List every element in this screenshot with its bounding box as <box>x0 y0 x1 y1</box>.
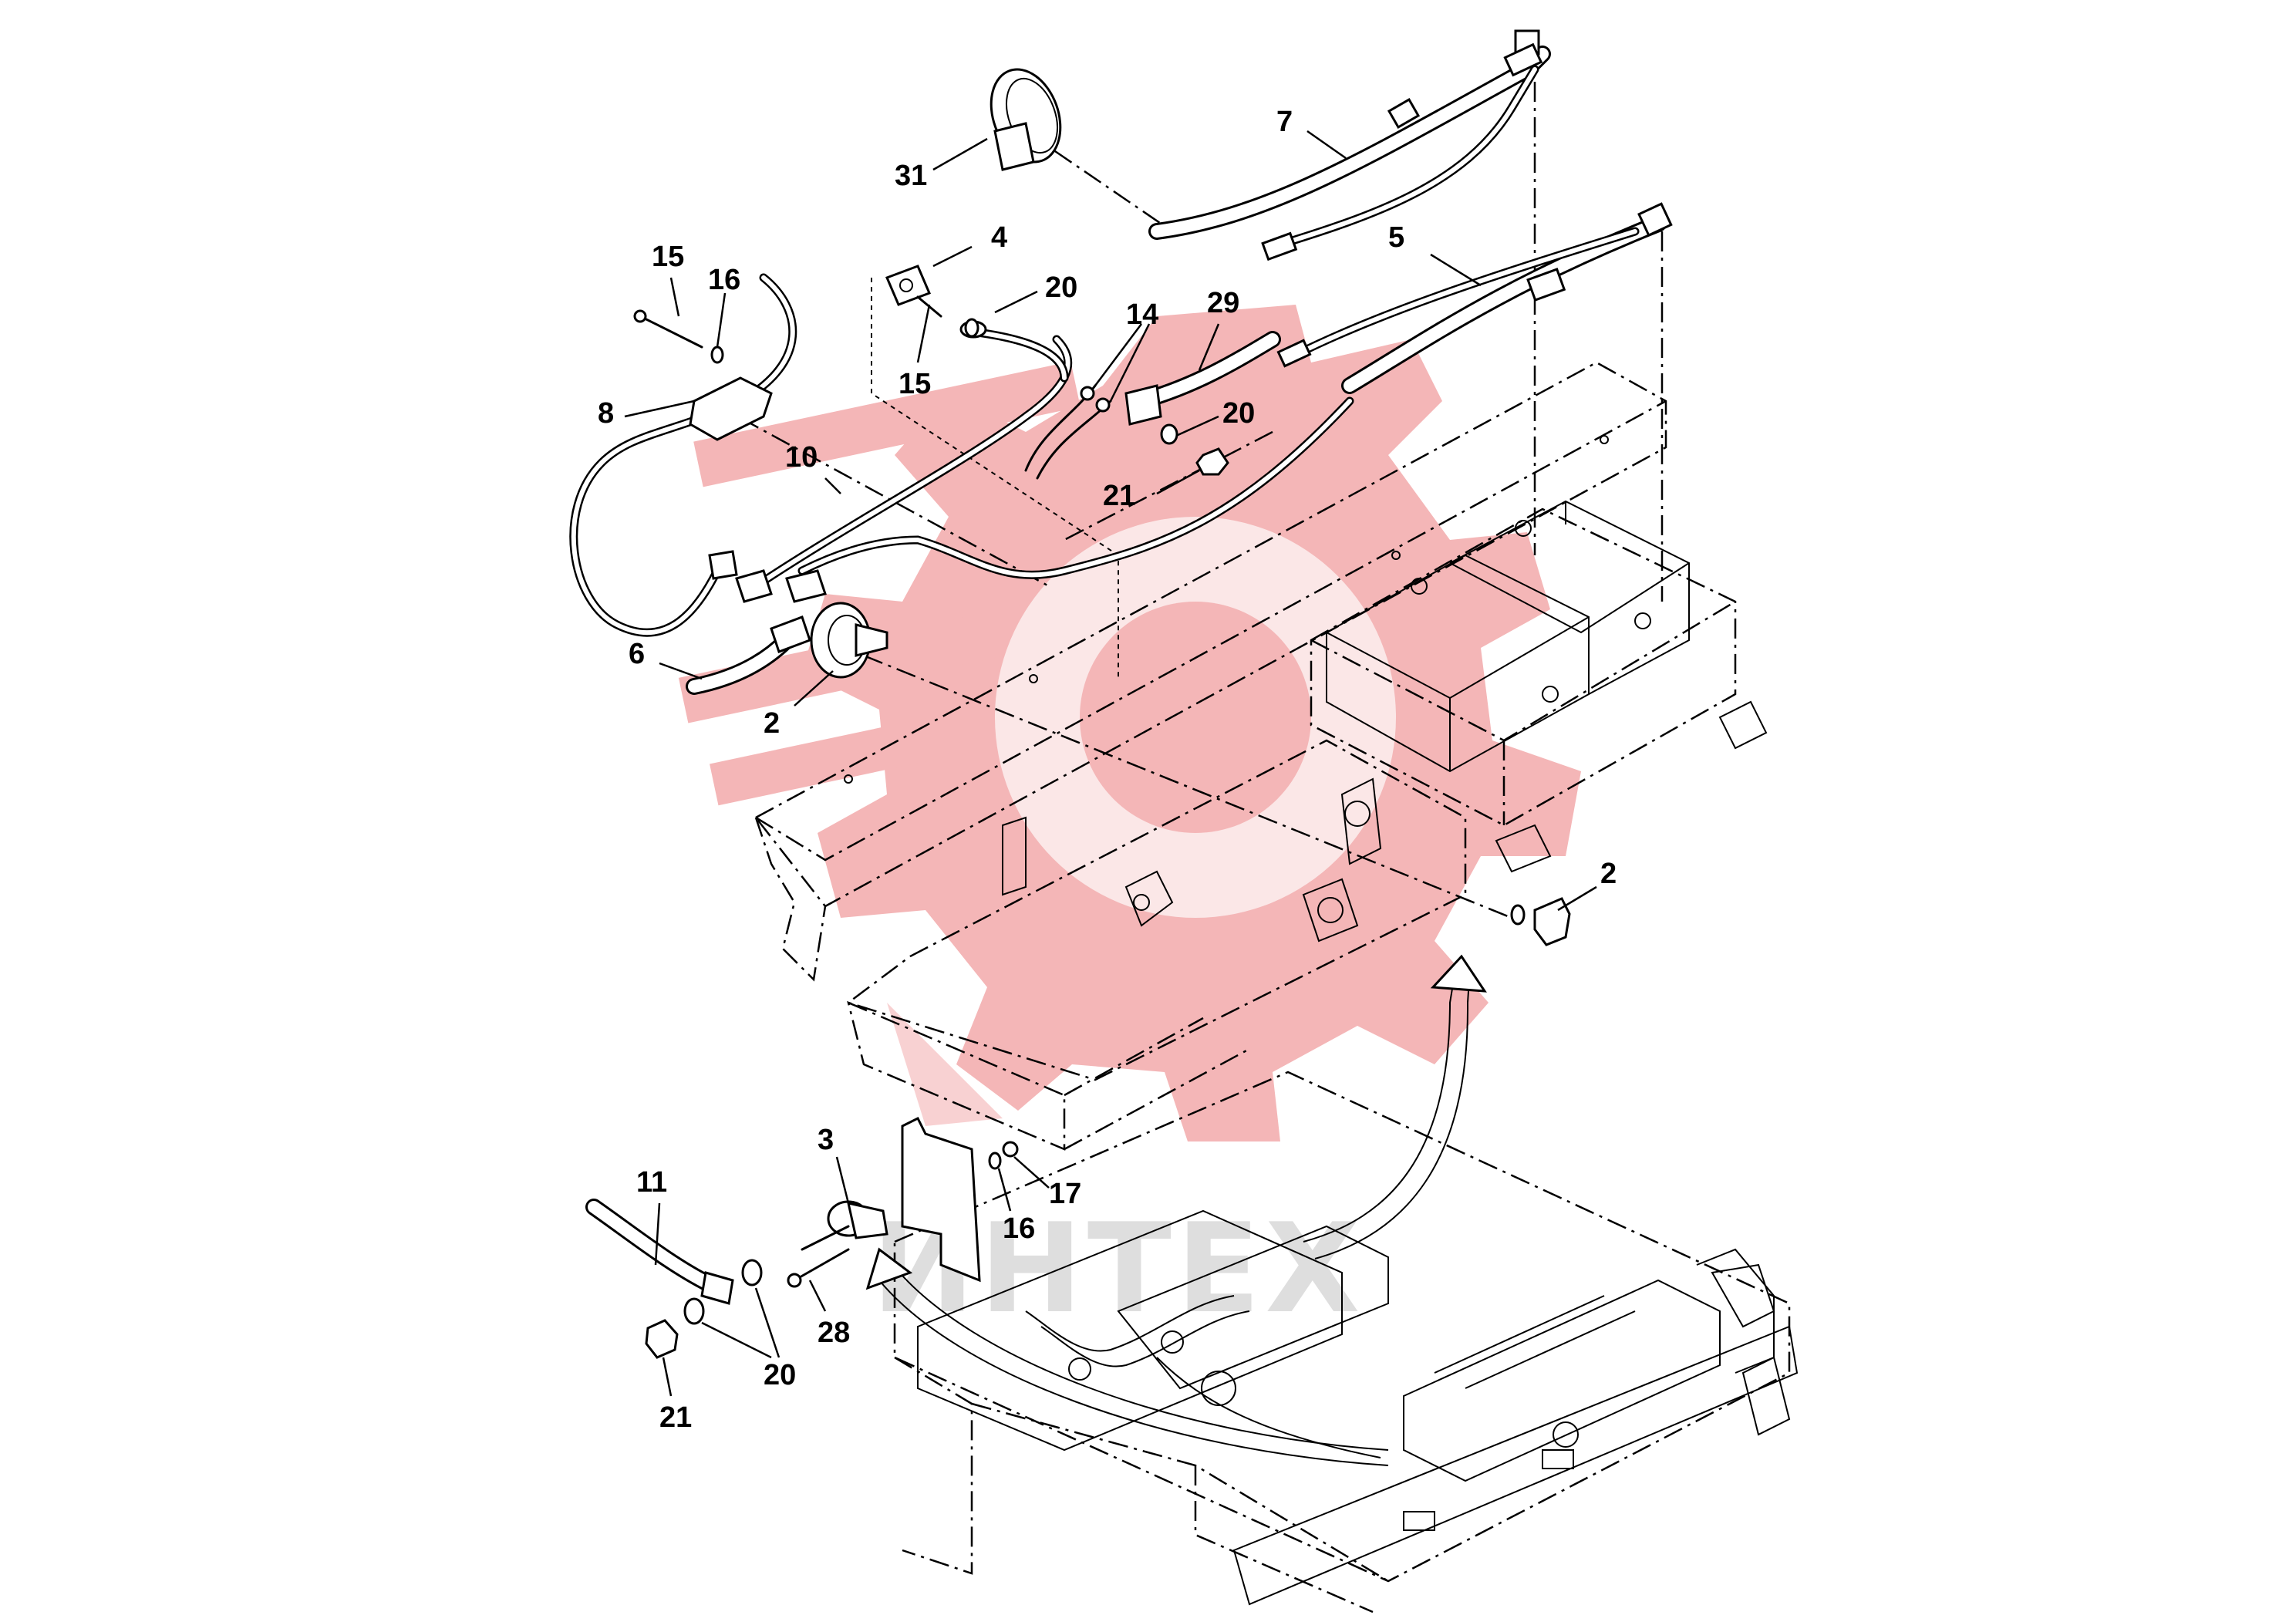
terminal-4 <box>885 265 931 306</box>
cable-29 <box>1124 331 1281 426</box>
cable-8 <box>569 273 797 637</box>
nut-21-upper <box>1195 447 1229 476</box>
view-arrow-down <box>865 1247 1389 1466</box>
callout-31: 31 <box>895 160 927 192</box>
callout-5: 5 <box>1388 221 1404 254</box>
callout-29: 29 <box>1207 287 1239 319</box>
callout-20-mid: 20 <box>1222 397 1255 430</box>
callout-21-mid: 21 <box>1103 480 1135 512</box>
switch-2 <box>810 602 888 679</box>
washer-16-upper <box>710 346 724 364</box>
callout-labels: 7 31 15 16 4 20 5 14 29 15 8 20 10 21 6 … <box>598 106 1617 1434</box>
washer-20-mid <box>1160 423 1178 445</box>
callout-14: 14 <box>1126 298 1158 331</box>
strap-31 <box>990 68 1062 171</box>
upper-frame-assembly <box>754 361 1768 1151</box>
cable-11 <box>585 1199 734 1305</box>
callout-leaders <box>624 130 1597 1397</box>
lower-frame-assembly <box>893 1071 1799 1614</box>
callout-3: 3 <box>818 1124 834 1156</box>
watermark-gear-logo: ИНТЕХ <box>678 305 1581 1340</box>
cable-main-routed <box>785 396 1354 603</box>
callout-2-left: 2 <box>764 707 780 740</box>
washer-20-lower <box>683 1259 763 1325</box>
callout-7: 7 <box>1276 106 1293 138</box>
callout-15-mid: 15 <box>899 368 931 400</box>
callout-11: 11 <box>636 1166 667 1199</box>
callout-28: 28 <box>818 1317 850 1349</box>
bolt-17 <box>1002 1141 1019 1158</box>
callout-20-bottom: 20 <box>764 1359 796 1391</box>
callout-20-top: 20 <box>1045 271 1077 304</box>
cable-7 <box>1148 29 1551 261</box>
callout-17: 17 <box>1049 1178 1081 1210</box>
cable-10 <box>735 335 1073 603</box>
callout-6: 6 <box>629 638 645 670</box>
nut-21-lower <box>645 1319 679 1359</box>
callout-21-bottom: 21 <box>659 1401 692 1434</box>
bolt-28 <box>787 1248 850 1288</box>
cable-6 <box>686 615 811 695</box>
callout-16-bottom: 16 <box>1003 1212 1035 1245</box>
washer-16-lower <box>988 1152 1002 1170</box>
bolt-15-upper <box>633 309 703 349</box>
callout-4: 4 <box>991 221 1007 254</box>
key-2 <box>1510 897 1571 946</box>
callout-2-right: 2 <box>1600 858 1617 890</box>
wire-14-pair <box>1024 384 1112 480</box>
callout-10: 10 <box>785 441 818 474</box>
callout-8: 8 <box>598 397 614 430</box>
bracket-plate <box>901 1116 981 1283</box>
view-arrow-up <box>1303 954 1487 1259</box>
callout-15-top: 15 <box>652 241 684 273</box>
switch-3 <box>801 1200 888 1251</box>
callout-16-top: 16 <box>708 264 740 296</box>
cable-5 <box>1276 202 1673 394</box>
washer-20-upper <box>964 318 979 338</box>
